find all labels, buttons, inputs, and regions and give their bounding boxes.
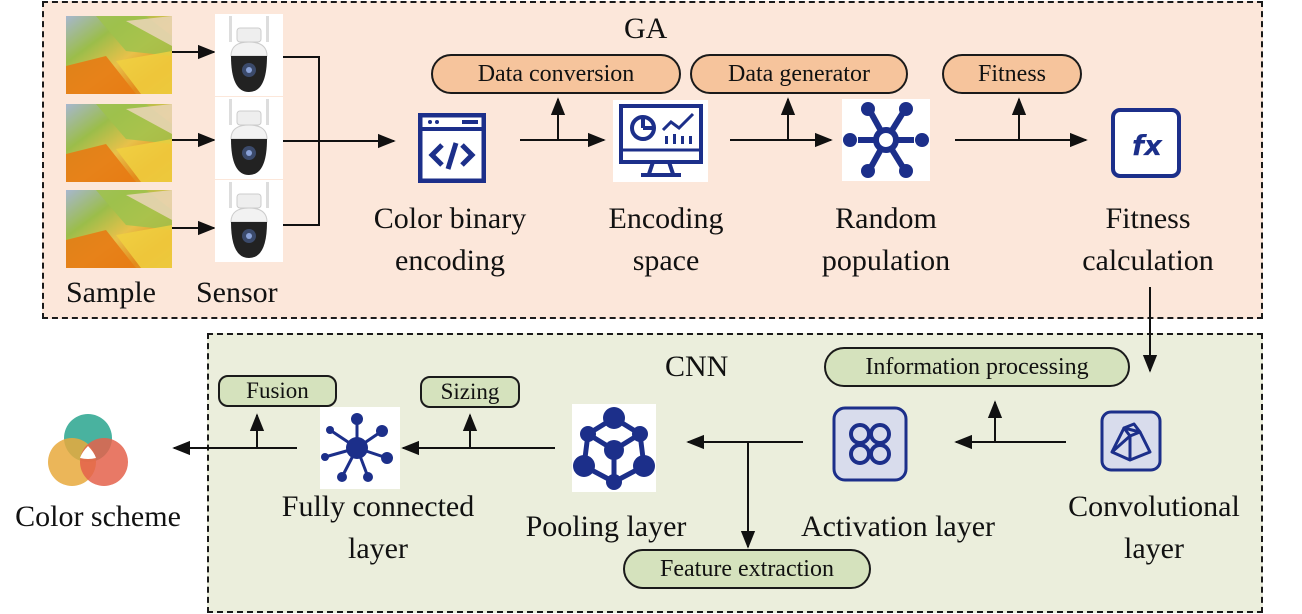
sample-label: Sample — [66, 276, 156, 309]
fusion-pill: Fusion — [218, 375, 337, 407]
label-line-2: population — [821, 244, 951, 277]
pyramid-icon — [1100, 410, 1164, 479]
convolutional-layer-label: Convolutional layer — [1048, 486, 1260, 570]
svg-text:fx: fx — [1132, 129, 1163, 162]
label-line-1: Random — [835, 202, 937, 235]
sensor-camera-2 — [215, 97, 283, 179]
sensor-camera-1 — [215, 14, 283, 96]
security-camera-icon — [229, 99, 269, 175]
label-line-1: Fully connected — [281, 490, 475, 523]
encoding-space-label: Encoding space — [566, 198, 766, 282]
clover-icon — [832, 406, 908, 487]
sensor-label: Sensor — [196, 276, 278, 309]
label-line-2: space — [632, 244, 700, 277]
security-camera-icon — [229, 16, 269, 92]
cnn-title: CNN — [665, 350, 729, 383]
ga-title: GA — [624, 12, 668, 45]
fitness-calculation-label: Fitness calculation — [1048, 198, 1248, 282]
data-conversion-pill: Data conversion — [431, 54, 681, 94]
random-population-label: Random population — [786, 198, 986, 282]
sensor-camera-3 — [215, 180, 283, 262]
label-line-1: Fitness — [1105, 202, 1191, 235]
monitor-chart-icon — [613, 100, 708, 187]
starburst-network-icon — [320, 407, 400, 494]
sample-image-2 — [66, 104, 172, 182]
information-processing-pill: Information processing — [824, 347, 1130, 387]
label-line-2: encoding — [395, 244, 505, 277]
sample-image-3 — [66, 190, 172, 268]
label-line-1: Color binary — [373, 202, 527, 235]
color-binary-encoding-label: Color binary encoding — [350, 198, 550, 282]
pooling-layer-label: Pooling layer — [525, 510, 687, 543]
sizing-pill: Sizing — [420, 376, 520, 408]
activation-layer-label: Activation layer — [800, 510, 996, 543]
label-line-1: Convolutional — [1068, 490, 1240, 523]
feature-extraction-pill: Feature extraction — [623, 549, 871, 589]
color-venn-icon — [46, 412, 132, 493]
code-window-icon — [417, 112, 487, 188]
molecule-icon — [572, 404, 656, 497]
label-line-2: calculation — [1082, 244, 1214, 277]
data-generator-pill: Data generator — [690, 54, 908, 94]
label-line-1: Encoding — [608, 202, 724, 235]
fully-connected-layer-label: Fully connected layer — [262, 486, 494, 570]
hub-network-icon — [842, 99, 930, 186]
function-fx-icon: fx — [1111, 108, 1183, 185]
label-line-2: layer — [1124, 532, 1184, 565]
color-scheme-label: Color scheme — [15, 500, 181, 533]
security-camera-icon — [229, 182, 269, 258]
label-line-2: layer — [348, 532, 408, 565]
fitness-pill: Fitness — [942, 54, 1082, 94]
sample-image-1 — [66, 16, 172, 94]
